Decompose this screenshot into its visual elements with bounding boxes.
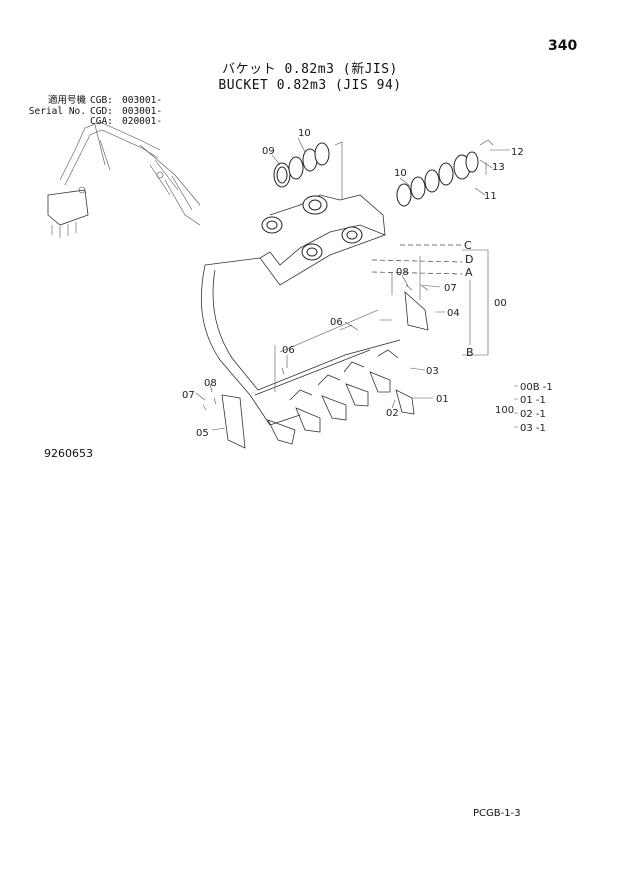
- serial-row: Serial No. CGD: 003001-: [28, 105, 163, 118]
- callout-06: 06: [330, 317, 343, 328]
- ref-letter-c: C: [464, 239, 472, 252]
- assembly-total: 100: [495, 405, 514, 416]
- callout-07: 07: [182, 390, 195, 401]
- callout-13: 13: [492, 162, 505, 173]
- callout-03: 03: [426, 366, 439, 377]
- callout-02: 02: [386, 408, 399, 419]
- serial-row: 適用号機 CGB: 003001-: [28, 95, 163, 107]
- footer-code: PCGB-1-3: [473, 808, 521, 819]
- callout-01: 01: [436, 394, 449, 405]
- serial-row: CGA: 020001-: [28, 116, 163, 128]
- callout-06: 06: [282, 345, 295, 356]
- assembly-item: 00B -1: [520, 382, 553, 393]
- callout-08: 08: [204, 378, 217, 389]
- bracket-00: [462, 249, 489, 356]
- ref-letter-a: A: [465, 266, 473, 279]
- ref-letter-b: B: [466, 346, 474, 359]
- callout-07: 07: [444, 283, 457, 294]
- page-number: 340: [548, 38, 578, 54]
- callout-12: 12: [511, 147, 524, 158]
- callout-00: 00: [494, 298, 507, 309]
- title-english: BUCKET 0.82m3 (JIS 94): [218, 78, 402, 93]
- serial-label: 適用号機: [47, 95, 86, 106]
- bucket-body: [200, 194, 429, 449]
- serial-value: 020001-: [122, 116, 163, 127]
- serial-number-block: 適用号機 CGB: 003001- Serial No. CGD: 003001- CG…: [28, 95, 163, 128]
- ref-letter-d: D: [465, 253, 473, 266]
- assembly-quantity-block: 100 00B -1 01 -1 02 -1 03 -1: [495, 382, 553, 434]
- drawing-number: 9260653: [44, 447, 93, 460]
- reference-lines: [274, 244, 471, 392]
- serial-code: CGD:: [90, 105, 113, 117]
- callout-11: 11: [484, 191, 497, 202]
- excavator-thumbnail: [47, 121, 201, 238]
- callout-08: 08: [396, 267, 409, 278]
- callout-05: 05: [196, 428, 209, 439]
- serial-code: CGA:: [90, 116, 113, 127]
- assembly-item: 01 -1: [520, 395, 546, 406]
- serial-label: Serial No.: [28, 105, 86, 117]
- assembly-item: 02 -1: [520, 409, 546, 420]
- serial-code: CGB:: [90, 95, 113, 106]
- pin-shim-stack-right: [396, 139, 494, 207]
- callout-09: 09: [262, 146, 275, 157]
- callout-10: 10: [394, 168, 407, 179]
- serial-value: 003001-: [122, 95, 163, 106]
- assembly-item: 03 -1: [520, 423, 546, 434]
- callout-10: 10: [298, 128, 311, 139]
- callout-04: 04: [447, 308, 460, 319]
- title-japanese: バケット 0.82m3 (新JIS): [222, 62, 398, 77]
- pin-shim-stack-upper: [273, 141, 343, 200]
- serial-value: 003001-: [122, 105, 163, 117]
